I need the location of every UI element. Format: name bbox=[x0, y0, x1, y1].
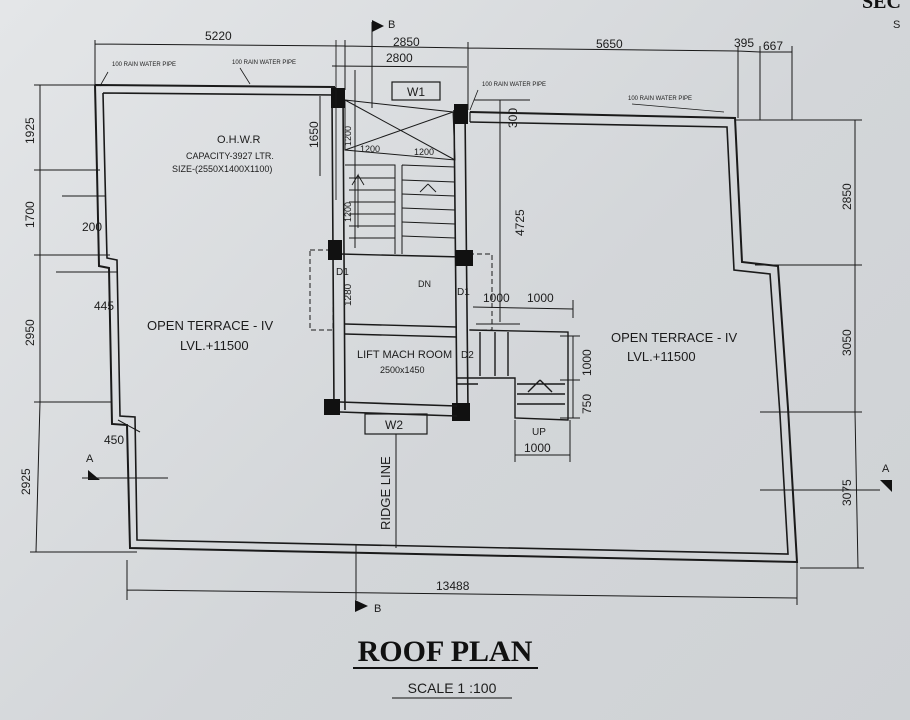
dim-1925: 1925 bbox=[23, 117, 37, 144]
dim-1200-a: 1200 bbox=[343, 126, 353, 146]
dim-1000-c: 1000 bbox=[580, 349, 594, 376]
drawing-title: ROOF PLAN bbox=[358, 635, 533, 668]
ohwr-name: O.H.W.R bbox=[217, 134, 260, 146]
terrace-right-level: LVL.+11500 bbox=[627, 349, 696, 364]
dim-4725: 4725 bbox=[513, 209, 527, 236]
label-w1: W1 bbox=[407, 85, 425, 99]
column bbox=[454, 104, 468, 124]
pipe-label-1: 100 RAIN WATER PIPE bbox=[112, 62, 176, 68]
dim-1000-b: 1000 bbox=[527, 291, 554, 305]
dim-300: 300 bbox=[506, 108, 520, 128]
terrace-left-name: OPEN TERRACE - IV bbox=[147, 318, 274, 333]
dim-1000-a: 1000 bbox=[483, 291, 510, 305]
section-b-top: B bbox=[388, 19, 395, 31]
dim-5220: 5220 bbox=[205, 29, 232, 43]
section-b-bottom: B bbox=[374, 603, 381, 615]
dim-200: 200 bbox=[82, 220, 102, 234]
stair-core bbox=[309, 81, 569, 435]
pipe-label-4: 100 RAIN WATER PIPE bbox=[628, 96, 692, 102]
terrace-left-level: LVL.+11500 bbox=[180, 338, 249, 353]
dim-1200-c: 1200 bbox=[414, 147, 434, 157]
column bbox=[455, 250, 473, 266]
dim-1200-b: 1200 bbox=[360, 144, 380, 154]
dimension-text: 5220 2850 2800 5650 395 667 1925 1700 29… bbox=[19, 29, 854, 593]
dimension-lines bbox=[30, 20, 892, 612]
dim-2850-top: 2850 bbox=[393, 35, 420, 49]
dim-750: 750 bbox=[580, 394, 594, 414]
column bbox=[331, 88, 345, 108]
ohwr-capacity: CAPACITY-3927 LTR. bbox=[186, 151, 274, 161]
label-w2: W2 bbox=[385, 418, 403, 432]
terrace-right-name: OPEN TERRACE - IV bbox=[611, 330, 738, 345]
dim-5650: 5650 bbox=[596, 37, 623, 51]
dim-395: 395 bbox=[734, 36, 754, 50]
dim-1200-d: 1200 bbox=[343, 202, 353, 222]
dim-2800: 2800 bbox=[386, 51, 413, 65]
dim-1280: 1280 bbox=[343, 283, 354, 306]
dim-1000-d: 1000 bbox=[524, 441, 551, 455]
column bbox=[328, 240, 342, 260]
dim-2925: 2925 bbox=[19, 468, 33, 495]
drawing-scale: SCALE 1 :100 bbox=[408, 680, 497, 696]
section-a-right: A bbox=[882, 463, 890, 475]
dim-3050: 3050 bbox=[840, 329, 854, 356]
dim-1650: 1650 bbox=[307, 121, 321, 148]
pipe-label-3: 100 RAIN WATER PIPE bbox=[482, 82, 546, 88]
label-d1-right: D1 bbox=[457, 287, 470, 298]
column bbox=[324, 399, 340, 415]
dim-450: 450 bbox=[104, 433, 124, 447]
dim-3075: 3075 bbox=[840, 479, 854, 506]
label-up: UP bbox=[532, 427, 546, 438]
label-d2: D2 bbox=[461, 350, 474, 361]
ridge-line-label: RIDGE LINE bbox=[378, 456, 393, 530]
dim-445: 445 bbox=[94, 299, 114, 313]
lift-room-name: LIFT MACH ROOM bbox=[357, 349, 452, 361]
lift-room-size: 2500x1450 bbox=[380, 365, 425, 375]
label-dn: DN bbox=[418, 279, 431, 289]
pipe-label-2: 100 RAIN WATER PIPE bbox=[232, 60, 296, 66]
ohwr-size: SIZE-(2550X1400X1100) bbox=[172, 164, 272, 174]
corner-sub: S bbox=[893, 19, 900, 31]
window-w1 bbox=[391, 81, 441, 101]
corner-title: SEC bbox=[862, 0, 901, 13]
dim-667: 667 bbox=[763, 39, 783, 53]
room-labels: OPEN TERRACE - IV LVL.+11500 OPEN TERRAC… bbox=[86, 19, 890, 615]
outer-wall bbox=[94, 84, 799, 564]
dim-2950: 2950 bbox=[23, 319, 37, 346]
dim-1700: 1700 bbox=[23, 201, 37, 228]
dim-13488: 13488 bbox=[436, 579, 470, 593]
section-a-left: A bbox=[86, 453, 94, 465]
dim-2850-right: 2850 bbox=[840, 183, 854, 210]
label-d1-left: D1 bbox=[336, 267, 349, 278]
